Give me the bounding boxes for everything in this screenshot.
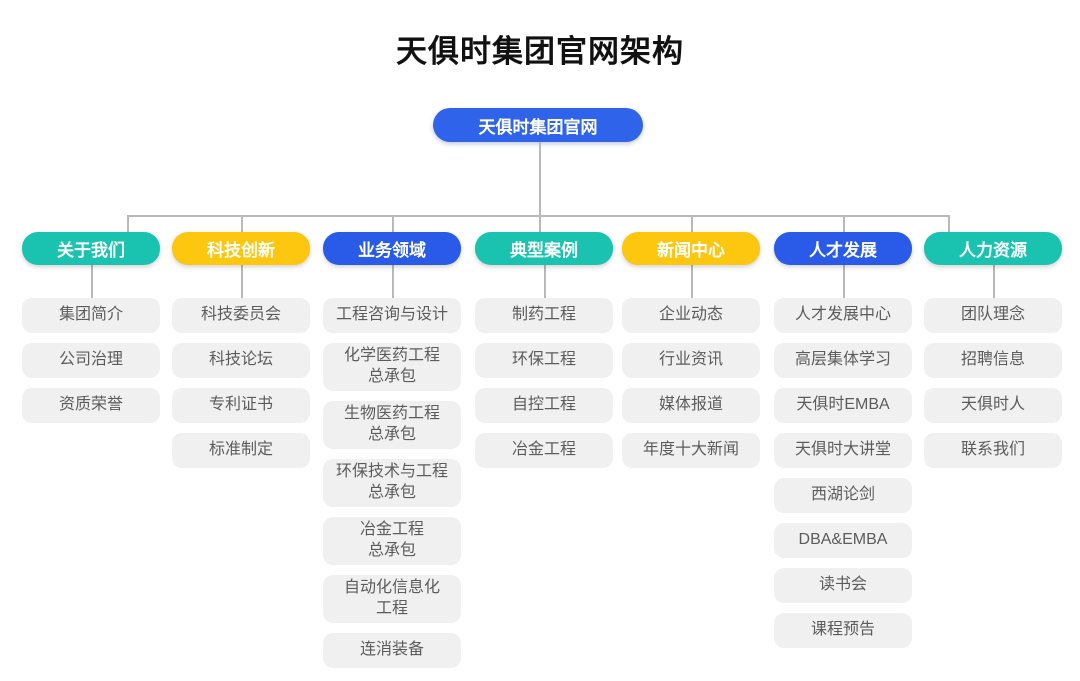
sitemap-item: 企业动态 [622, 298, 760, 333]
branch-header-human-resources: 人力资源 [924, 232, 1062, 265]
branch-tech-innovation: 科技创新 科技委员会 科技论坛 专利证书 标准制定 [172, 232, 310, 468]
branch-talent-development: 人才发展 人才发展中心 高层集体学习 天俱时EMBA 天俱时大讲堂 西湖论剑 D… [774, 232, 912, 648]
sitemap-item: 行业资讯 [622, 343, 760, 378]
root-node: 天俱时集团官网 [433, 108, 643, 142]
sitemap-item: 标准制定 [172, 433, 310, 468]
sitemap-item: 连消装备 [323, 633, 461, 668]
sitemap-item: 西湖论剑 [774, 478, 912, 513]
sitemap-item: 招聘信息 [924, 343, 1062, 378]
branch-news-center: 新闻中心 企业动态 行业资讯 媒体报道 年度十大新闻 [622, 232, 760, 468]
connector-line [544, 265, 546, 299]
connector-line [127, 215, 129, 233]
connector-line [843, 265, 845, 299]
sitemap-item: 联系我们 [924, 433, 1062, 468]
connector-line [843, 215, 845, 233]
sitemap-item: 冶金工程 总承包 [323, 517, 461, 565]
sitemap-item: 集团简介 [22, 298, 160, 333]
sitemap-item: 天俱时EMBA [774, 388, 912, 423]
sitemap-item: 化学医药工程 总承包 [323, 343, 461, 391]
sitemap-item: 高层集体学习 [774, 343, 912, 378]
branch-typical-cases: 典型案例 制药工程 环保工程 自控工程 冶金工程 [475, 232, 613, 468]
sitemap-item: 环保技术与工程 总承包 [323, 459, 461, 507]
connector-line [993, 265, 995, 299]
sitemap-item: 公司治理 [22, 343, 160, 378]
branch-header-tech-innovation: 科技创新 [172, 232, 310, 265]
branch-header-talent-development: 人才发展 [774, 232, 912, 265]
sitemap-item: 年度十大新闻 [622, 433, 760, 468]
connector-line [539, 215, 541, 233]
sitemap-item: 制药工程 [475, 298, 613, 333]
connector-line [241, 265, 243, 299]
sitemap-item: 科技论坛 [172, 343, 310, 378]
branch-header-news-center: 新闻中心 [622, 232, 760, 265]
sitemap-item: 天俱时大讲堂 [774, 433, 912, 468]
sitemap-item: 专利证书 [172, 388, 310, 423]
branch-about-us: 关于我们 集团简介 公司治理 资质荣誉 [22, 232, 160, 423]
sitemap-item: 读书会 [774, 568, 912, 603]
sitemap-item: 科技委员会 [172, 298, 310, 333]
sitemap-item: 环保工程 [475, 343, 613, 378]
connector-line [91, 265, 93, 299]
branch-header-business-areas: 业务领域 [323, 232, 461, 265]
branch-human-resources: 人力资源 团队理念 招聘信息 天俱时人 联系我们 [924, 232, 1062, 468]
connector-line [948, 215, 950, 233]
sitemap-item: 人才发展中心 [774, 298, 912, 333]
branch-header-typical-cases: 典型案例 [475, 232, 613, 265]
branch-business-areas: 业务领域 工程咨询与设计 化学医药工程 总承包 生物医药工程 总承包 环保技术与… [323, 232, 461, 668]
connector-line [539, 142, 541, 215]
sitemap-item: 自控工程 [475, 388, 613, 423]
sitemap-item: DBA&EMBA [774, 523, 912, 558]
sitemap-item: 生物医药工程 总承包 [323, 401, 461, 449]
sitemap-item: 自动化信息化 工程 [323, 575, 461, 623]
connector-line [691, 265, 693, 299]
branch-header-about-us: 关于我们 [22, 232, 160, 265]
connector-line [241, 215, 243, 233]
sitemap-item: 工程咨询与设计 [323, 298, 461, 333]
connector-line [392, 215, 394, 233]
connector-line [127, 215, 949, 217]
connector-line [691, 215, 693, 233]
connector-line [392, 265, 394, 299]
diagram-title: 天俱时集团官网架构 [396, 34, 684, 69]
sitemap-item: 资质荣誉 [22, 388, 160, 423]
sitemap-item: 课程预告 [774, 613, 912, 648]
sitemap-item: 冶金工程 [475, 433, 613, 468]
sitemap-item: 媒体报道 [622, 388, 760, 423]
sitemap-item: 团队理念 [924, 298, 1062, 333]
sitemap-item: 天俱时人 [924, 388, 1062, 423]
